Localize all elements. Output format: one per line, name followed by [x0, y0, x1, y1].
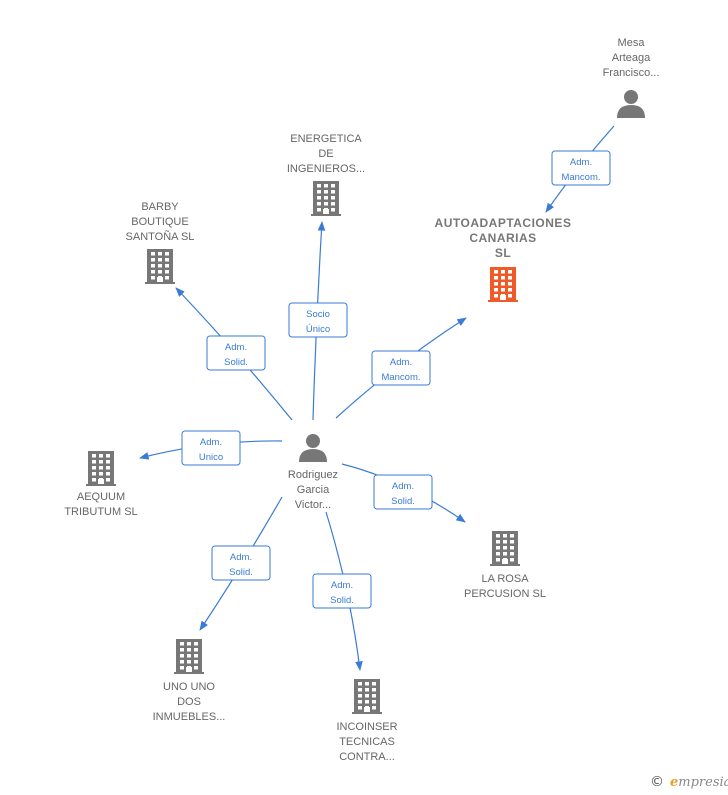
node-label: SL	[495, 246, 511, 260]
nodes-layer: MesaArteagaFrancisco...AUTOADAPTACIONESC…	[64, 37, 659, 763]
edge-label-text: Adm.	[225, 342, 247, 353]
edge-label-text: Adm.	[570, 157, 592, 168]
building-icon	[174, 639, 204, 674]
edge-label-text: Solid.	[224, 357, 248, 368]
edge-label-text: Adm.	[331, 580, 353, 591]
node-label: Rodriguez	[288, 469, 338, 481]
edge-label-box	[371, 350, 431, 386]
edge-label[interactable]: Adm. Mancom.	[371, 350, 431, 386]
node-rodriguez[interactable]: RodriguezGarciaVictor...	[288, 434, 338, 511]
node-label: DOS	[177, 696, 201, 708]
node-label: AEQUUM	[77, 491, 125, 503]
node-label: PERCUSION SL	[464, 588, 546, 600]
edge-label[interactable]: Adm. Solid.	[211, 545, 271, 581]
node-label: DE	[318, 148, 333, 160]
person-icon	[617, 90, 645, 118]
edge-label-text: Mancom.	[561, 172, 600, 183]
edge-label-box	[211, 545, 271, 581]
edge-rodriguez-larosa: Adm. Solid.	[341, 463, 466, 523]
edges-layer: Adm.Mancom.Adm.Mancom.SocioÚnicoAdm.Soli…	[139, 125, 615, 671]
brand-logo-initial: e	[670, 775, 679, 790]
edge-label-text: Adm.	[390, 357, 412, 368]
building-icon	[145, 249, 175, 284]
node-label: CANARIAS	[469, 231, 536, 245]
node-label: AUTOADAPTACIONES	[435, 216, 572, 230]
edge-label-text: Adm.	[230, 552, 252, 563]
node-energetica[interactable]: ENERGETICA DE INGENIEROS...	[287, 133, 365, 216]
node-aequum[interactable]: AEQUUM TRIBUTUM SL	[64, 451, 138, 518]
node-barby[interactable]: BARBY BOUTIQUE SANTOÑA SL	[126, 201, 195, 284]
edge-label[interactable]: Adm. Solid.	[373, 474, 433, 510]
edge-mesa-autoadapt: Adm. Mancom.	[545, 125, 615, 213]
building-icon	[488, 267, 518, 302]
brand-logo[interactable]: empresia	[670, 775, 728, 790]
node-label: BOUTIQUE	[131, 216, 188, 228]
edge-label-box	[551, 150, 611, 186]
edge-label-text: Único	[306, 324, 330, 335]
edge-label-text: Mancom.	[381, 372, 420, 383]
edge-label-box	[288, 302, 348, 338]
building-icon	[490, 531, 520, 566]
node-label: SANTOÑA SL	[126, 230, 195, 243]
person-icon	[299, 434, 327, 462]
building-icon	[352, 679, 382, 714]
edge-label-box	[312, 573, 372, 609]
node-label: BARBY	[141, 201, 179, 213]
edge-label-text: Solid.	[391, 496, 415, 507]
edge-label[interactable]: Adm. Solid.	[206, 335, 266, 371]
node-mesa[interactable]: MesaArteagaFrancisco...	[603, 37, 660, 118]
node-larosa[interactable]: LA ROSA PERCUSION SL	[464, 531, 546, 600]
edge-label-box	[373, 474, 433, 510]
building-icon	[86, 451, 116, 486]
node-label: Mesa	[618, 37, 646, 49]
edge-label-text: Socio	[306, 309, 330, 320]
node-label: LA ROSA	[481, 573, 529, 585]
edge-label[interactable]: Adm. Mancom.	[551, 150, 611, 186]
node-label: INGENIEROS...	[287, 163, 365, 175]
edge-rodriguez-aequum: Adm. Unico	[139, 430, 283, 466]
node-label: INCOINSER	[336, 721, 397, 733]
edge-label-text: Solid.	[229, 567, 253, 578]
node-incoinser[interactable]: INCOINSER TECNICAS CONTRA...	[336, 679, 398, 763]
node-label: Victor...	[295, 499, 331, 511]
building-icon	[311, 181, 341, 216]
edge-rodriguez-barby: Adm. Solid.	[175, 287, 293, 421]
node-label: CONTRA...	[339, 751, 395, 763]
edge-label-text: Adm.	[392, 481, 414, 492]
edge-label-box	[206, 335, 266, 371]
node-label: INMUEBLES...	[153, 711, 226, 723]
edge-label-text: Adm.	[200, 437, 222, 448]
edge-label-box	[181, 430, 241, 466]
edge-label-text: Solid.	[330, 595, 354, 606]
edge-label[interactable]: Adm. Solid.	[312, 573, 372, 609]
edge-rodriguez-unouno: Adm. Solid.	[199, 496, 283, 631]
brand-logo-rest: mpresia	[678, 775, 728, 790]
node-label: ENERGETICA	[290, 133, 362, 145]
node-label: Garcia	[297, 484, 330, 496]
edge-label-text: Unico	[199, 452, 223, 463]
node-unouno[interactable]: UNO UNO DOS INMUEBLES...	[153, 639, 226, 723]
edge-rodriguez-autoadapt: Adm. Mancom.	[335, 317, 467, 419]
node-label: TECNICAS	[339, 736, 395, 748]
node-label: Arteaga	[612, 52, 651, 64]
node-label: UNO UNO	[163, 681, 215, 693]
edge-rodriguez-incoinser: Adm. Solid.	[312, 511, 372, 671]
edge-label[interactable]: Adm. Unico	[181, 430, 241, 466]
node-label: TRIBUTUM SL	[64, 506, 137, 518]
copyright-symbol: ©	[650, 774, 664, 790]
node-label: Francisco...	[603, 67, 660, 79]
